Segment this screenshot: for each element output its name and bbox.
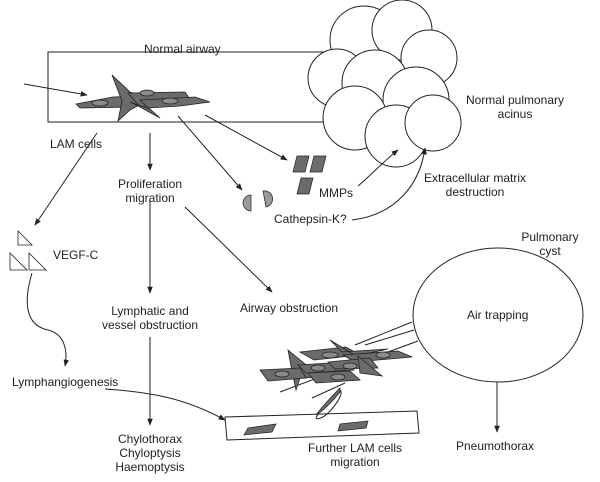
- cathepsin-k-icon: [242, 190, 273, 212]
- normal-airway-tube: [47, 51, 330, 123]
- label-line: Normal pulmonary: [465, 93, 565, 107]
- label-extracellular-matrix-destruction: Extracellular matrix destruction: [405, 171, 545, 199]
- label-lymphatic-vessel-obstruction: Lymphatic and vessel obstruction: [95, 304, 205, 332]
- normal-pulmonary-acinus: [307, 0, 462, 168]
- label-cathepsin-k: Cathepsin-K?: [274, 212, 347, 226]
- label-lymphangiogenesis: Lymphangiogenesis: [12, 375, 119, 389]
- label-line: cyst: [539, 244, 561, 258]
- arrow-lymphangiogenesis-to-vessel: [104, 388, 226, 421]
- mmps-icon: [292, 155, 327, 195]
- pulmonary-cyst: [412, 247, 584, 383]
- label-line: Extracellular matrix: [423, 171, 527, 185]
- lam-cell-cluster-lower: [259, 321, 413, 420]
- arrow-to-vegf: [34, 132, 98, 226]
- label-normal-pulmonary-acinus: Normal pulmonary acinus: [455, 93, 575, 121]
- arrow-to-airway-obstruction: [184, 206, 273, 293]
- arrow-into-airway: [23, 83, 88, 97]
- label-line: acinus: [497, 107, 533, 121]
- lymphatic-vessel: [224, 410, 420, 441]
- label-line: destruction: [445, 185, 505, 199]
- label-line: migration: [125, 191, 175, 205]
- arrow-to-cathepsin: [177, 115, 243, 191]
- arrow-cathepsin-to-acinus: [351, 147, 427, 221]
- label-lam-cells: LAM cells: [50, 137, 103, 151]
- label-line: Pulmonary: [521, 230, 579, 244]
- label-pulmonary-cyst: Pulmonary cyst: [510, 230, 590, 258]
- label-line: Further LAM cells: [307, 441, 403, 455]
- label-line: vessel obstruction: [101, 318, 199, 332]
- cyst-connector-1: [364, 329, 415, 346]
- label-line: migration: [330, 455, 380, 469]
- arrow-vegf-to-lymphangiogenesis: [26, 272, 70, 367]
- label-air-trapping: Air trapping: [467, 308, 529, 322]
- cyst-connector-2: [387, 340, 419, 353]
- label-line: Lymphatic and: [111, 304, 189, 318]
- vegf-c-icon: [9, 230, 47, 271]
- arrow-to-mmps: [204, 114, 288, 161]
- outcome-item: Haemoptysis: [115, 460, 185, 474]
- label-airway-obstruction: Airway obstruction: [240, 301, 339, 315]
- label-further-lam-migration: Further LAM cells migration: [290, 441, 420, 469]
- label-outcomes: Chylothorax Chyloptysis Haemoptysis: [100, 432, 200, 474]
- arrow-mmps-to-acinus: [357, 149, 399, 187]
- label-proliferation-migration: Proliferation migration: [105, 177, 195, 205]
- label-line: Proliferation: [117, 177, 183, 191]
- label-pneumothorax: Pneumothorax: [456, 439, 535, 453]
- label-vegf-c: VEGF-C: [53, 248, 99, 262]
- airway-lam-cell-cluster: [75, 74, 211, 123]
- outcome-item: Chyloptysis: [119, 446, 181, 460]
- label-normal-airway: Normal airway: [144, 42, 221, 56]
- label-mmps: MMPs: [319, 186, 353, 200]
- outcome-item: Chylothorax: [117, 432, 183, 446]
